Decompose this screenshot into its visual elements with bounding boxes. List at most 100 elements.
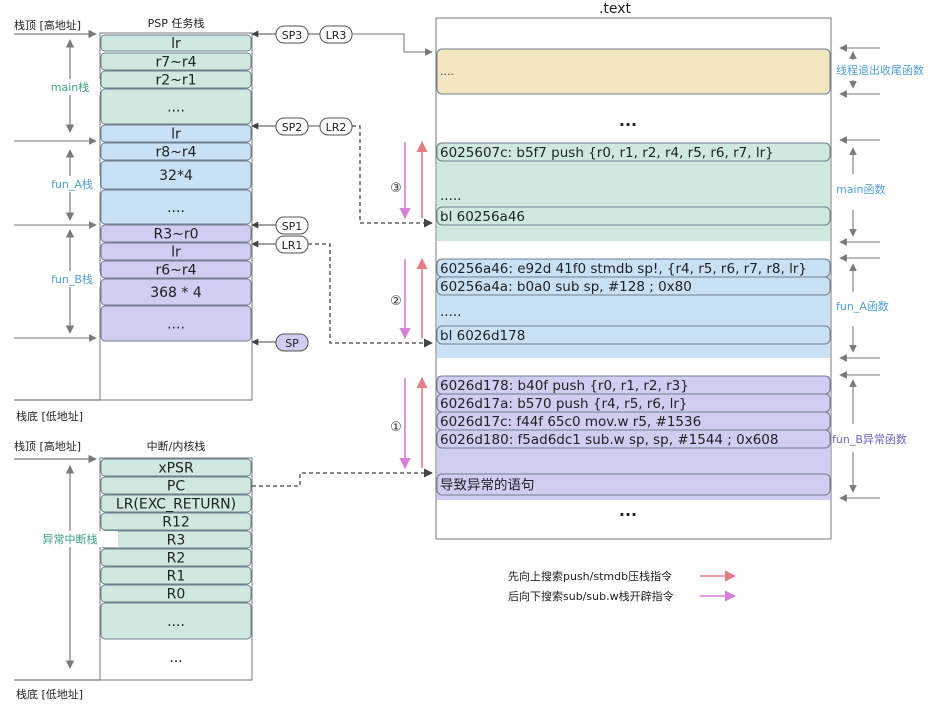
psp-cell (100, 142, 252, 161)
main-stack-label: main栈 (51, 80, 89, 94)
psp-cell-label: r6~r4 (155, 263, 196, 279)
main-line-box (436, 206, 831, 226)
msp-cell-label: R1 (167, 569, 186, 585)
msp-stack: 栈顶 [高地址] 中断/内核栈 xPSRPCLR(EXC_RETURN)R12R… (14, 439, 433, 701)
psp-top-label: 栈顶 [高地址] (14, 18, 81, 32)
main-line: bl 60256a46 (440, 209, 525, 225)
text-dots-1: ... (619, 111, 637, 130)
msp-bottom-label: 栈底 [低地址] (16, 687, 83, 701)
funb-stack-label: fun_B栈 (51, 272, 93, 286)
search-arrows: ③ ② ① (390, 140, 428, 470)
funb-line-box (436, 473, 831, 496)
sp-pill (275, 333, 309, 352)
msp-cell-label: LR(EXC_RETURN) (116, 497, 236, 513)
funa-func-label: fun_A函数 (836, 300, 889, 313)
funb-line: 6026d178: b40f push {r0, r1, r2, r3} (440, 378, 689, 394)
psp-cell (100, 260, 252, 279)
funa-line-box (436, 276, 831, 296)
step2-label: ② (390, 294, 402, 309)
psp-cell-label: lr (171, 36, 181, 52)
psp-cell (100, 189, 252, 225)
legend-up-text: 先向上搜索push/stmdb压栈指令 (508, 569, 672, 583)
text-section: .text .... ... 6025607c: b5f7 push {r0, … (435, 1, 832, 540)
psp-cell (100, 34, 252, 52)
msp-cell (100, 602, 252, 640)
funb-func-label: fun_B异常函数 (832, 433, 907, 446)
msp-cell-label: xPSR (158, 461, 194, 477)
msp-cell (100, 512, 252, 531)
lr1-link (308, 243, 433, 348)
msp-cell-label: R3 (167, 533, 186, 549)
msp-top-label: 栈顶 [高地址] (14, 439, 81, 453)
sp1-pill (275, 216, 309, 235)
exit-block (436, 48, 831, 95)
psp-cell (100, 124, 252, 143)
psp-bottom-label: 栈底 [低地址] (16, 409, 83, 423)
main-line: ..... (440, 188, 461, 204)
main-line: 6025607c: b5f7 push {r0, r1, r2, r4, r5,… (440, 145, 774, 161)
legend-down-text: 后向下搜索sub/sub.w栈开辟指令 (508, 589, 674, 603)
psp-cell (100, 305, 252, 342)
exit-func-label: 线程退出收尾函数 (836, 63, 924, 77)
sp-label: SP (285, 337, 299, 350)
funb-line: 6026d17a: b570 push {r4, r5, r6, lr} (440, 396, 688, 412)
psp-cell-label: .... (167, 200, 185, 216)
pc-link (252, 468, 433, 487)
psp-cell (100, 52, 252, 71)
msp-cell-label: .... (167, 614, 185, 630)
msp-cell-label: R12 (162, 515, 190, 531)
text-section-title: .text (599, 1, 632, 17)
sp2-label: SP2 (282, 121, 303, 134)
psp-cell (100, 70, 252, 89)
msp-range-label: 异常中断栈 (43, 532, 98, 546)
psp-cell-label: lr (171, 245, 181, 261)
psp-cell (100, 224, 252, 243)
psp-cell (100, 242, 252, 261)
psp-cell-label: 32*4 (159, 168, 193, 184)
msp-title: 中断/内核栈 (147, 439, 206, 453)
lr2-link (352, 125, 433, 228)
main-func-label: main函数 (836, 183, 885, 196)
lr1-label: LR1 (282, 239, 303, 252)
funa-stack-label: fun_A栈 (51, 177, 93, 191)
step1-label: ① (390, 420, 402, 435)
msp-cell (100, 494, 252, 513)
funa-line: 60256a46: e92d 41f0 stmdb sp!, {r4, r5, … (440, 261, 807, 277)
msp-cell (100, 458, 252, 477)
psp-cell-label: r7~r4 (155, 55, 196, 71)
psp-title: PSP 任务栈 (148, 16, 205, 30)
lr3-link (352, 33, 433, 56)
msp-cell-label: R0 (167, 587, 186, 603)
psp-cell (100, 160, 252, 190)
lr2-label: LR2 (326, 121, 347, 134)
msp-cell (100, 476, 252, 495)
msp-cell (100, 566, 252, 585)
psp-cell (100, 278, 252, 306)
funa-line: 60256a4a: b0a0 sub sp, #128 ; 0x80 (440, 279, 692, 295)
msp-cell-label: R2 (167, 551, 186, 567)
funa-line: bl 6026d178 (440, 328, 525, 344)
funa-line-box (436, 325, 831, 345)
psp-cell-label: R3~r0 (153, 227, 198, 243)
legend: 先向上搜索push/stmdb压栈指令 后向下搜索sub/sub.w栈开辟指令 (508, 569, 737, 603)
psp-stack: 栈顶 [高地址] PSP 任务栈 lr r7~r4 r2~r1.... lr r8~r4… (14, 16, 253, 423)
main-line-box (436, 142, 831, 162)
pointer-pills: SP3 LR3 SP2 LR2 SP1 LR1 SP (251, 25, 433, 352)
sp1-label: SP1 (282, 220, 303, 233)
funb-line: 导致异常的语句 (440, 478, 535, 494)
psp-cell-label: lr (171, 127, 181, 143)
psp-cell-label: r2~r1 (155, 73, 196, 89)
psp-cell-label: 368 * 4 (150, 285, 202, 301)
right-labels: 线程退出收尾函数 main函数 fun_A函数 fun_B异常函数 (832, 44, 924, 502)
msp-tail-dots: ... (169, 650, 182, 666)
psp-cell-label: .... (167, 100, 185, 116)
exit-block-text: .... (440, 65, 454, 78)
step3-label: ③ (390, 181, 402, 196)
msp-cell (100, 548, 252, 567)
psp-cell-label: r8~r4 (155, 145, 196, 161)
sp3-label: SP3 (282, 29, 303, 42)
funa-line: ..... (440, 304, 461, 320)
text-dots-2: ... (619, 501, 637, 520)
lr3-label: LR3 (326, 29, 347, 42)
